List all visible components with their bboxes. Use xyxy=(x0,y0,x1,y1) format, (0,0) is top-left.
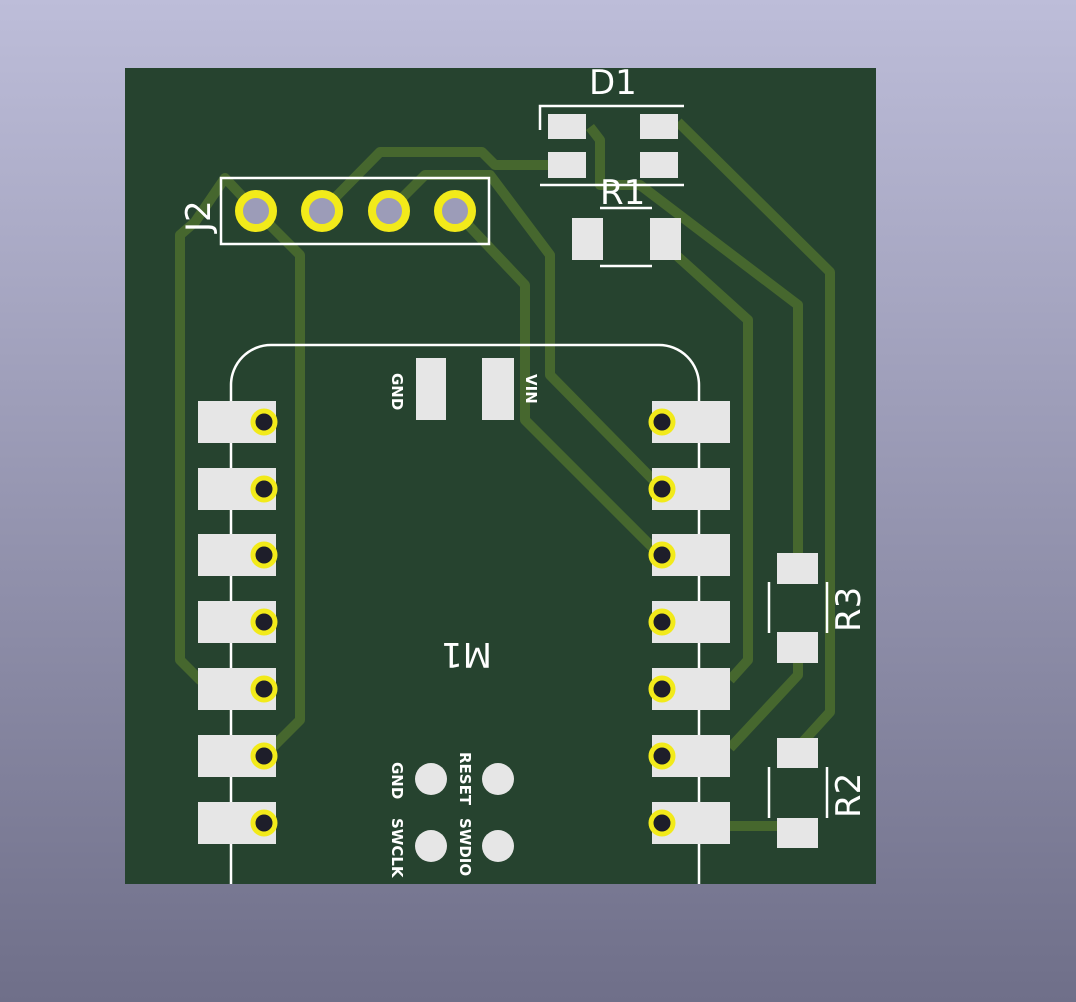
r1-label: R1 xyxy=(600,173,645,213)
gnd-pad xyxy=(416,358,446,420)
j2-pins xyxy=(235,190,476,232)
d1-label: D1 xyxy=(589,63,637,103)
gnd2-label: GND xyxy=(388,762,406,799)
m1-pad-hole xyxy=(648,809,676,837)
m1-pad-hole xyxy=(648,408,676,436)
m1-pad-hole xyxy=(250,541,278,569)
reset-label: RESET xyxy=(456,752,474,806)
m1-pad-hole xyxy=(250,809,278,837)
r3-label: R3 xyxy=(829,587,869,632)
m1-pad-hole xyxy=(648,541,676,569)
gnd-label: GND xyxy=(388,373,406,410)
m1-pad-hole xyxy=(250,408,278,436)
swdio-label: SWDIO xyxy=(456,818,474,876)
swclk-label: SWCLK xyxy=(388,818,406,879)
vin-label: VIN xyxy=(522,374,540,404)
m1-outline xyxy=(229,343,701,884)
m1-pad-hole xyxy=(250,608,278,636)
vin-pad xyxy=(482,358,514,420)
d1-footprint xyxy=(538,104,684,187)
m1-pad-hole xyxy=(648,608,676,636)
m1-pad-hole xyxy=(250,675,278,703)
m1-pad-hole xyxy=(250,475,278,503)
m1-pad-hole xyxy=(648,675,676,703)
swd-pads xyxy=(415,763,514,862)
r3-footprint xyxy=(767,553,829,663)
r2-label: R2 xyxy=(829,773,869,818)
m1-pad-hole xyxy=(648,475,676,503)
j2-outline xyxy=(219,176,491,246)
j2-label: J2 xyxy=(179,200,219,234)
m1-pad-hole xyxy=(250,742,278,770)
traces xyxy=(175,118,835,831)
r1-footprint xyxy=(572,206,681,268)
r2-footprint xyxy=(767,738,829,848)
m1-pads xyxy=(198,401,730,844)
m1-label: M1 xyxy=(441,634,492,674)
m1-pad-hole xyxy=(648,742,676,770)
